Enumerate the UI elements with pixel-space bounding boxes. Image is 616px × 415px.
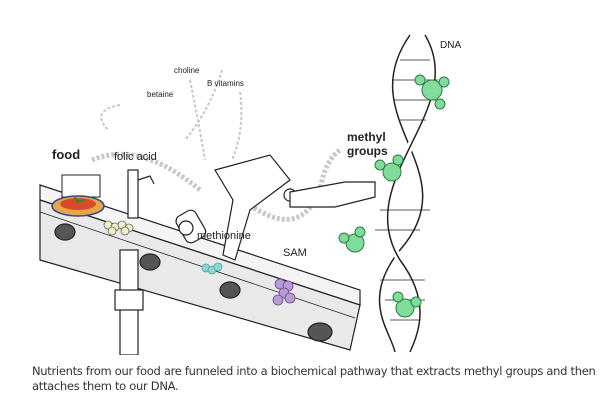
label-folic-acid: folic acid [114, 151, 157, 163]
methionine-molecule [201, 262, 223, 275]
label-methyl: methyl [347, 130, 386, 144]
folic-acid-molecules [103, 220, 134, 236]
label-choline: choline [174, 66, 200, 75]
label-sam: SAM [283, 247, 307, 259]
label-groups: groups [347, 144, 388, 158]
methylation-pathway-illustration: choline B vitamins betaine food folic ac… [39, 32, 461, 355]
label-methionine: methionine [197, 230, 251, 242]
label-b-vitamins: B vitamins [207, 79, 244, 88]
food-plate [51, 174, 105, 217]
methyl-groups [338, 74, 450, 318]
label-dna: DNA [440, 40, 461, 51]
conveyor-belt [39, 184, 361, 351]
robot-arms [114, 154, 376, 355]
label-betaine: betaine [147, 90, 174, 99]
label-food: food [52, 147, 80, 162]
sam-molecule [272, 278, 296, 306]
figure-caption: Nutrients from our food are funneled int… [32, 364, 596, 393]
